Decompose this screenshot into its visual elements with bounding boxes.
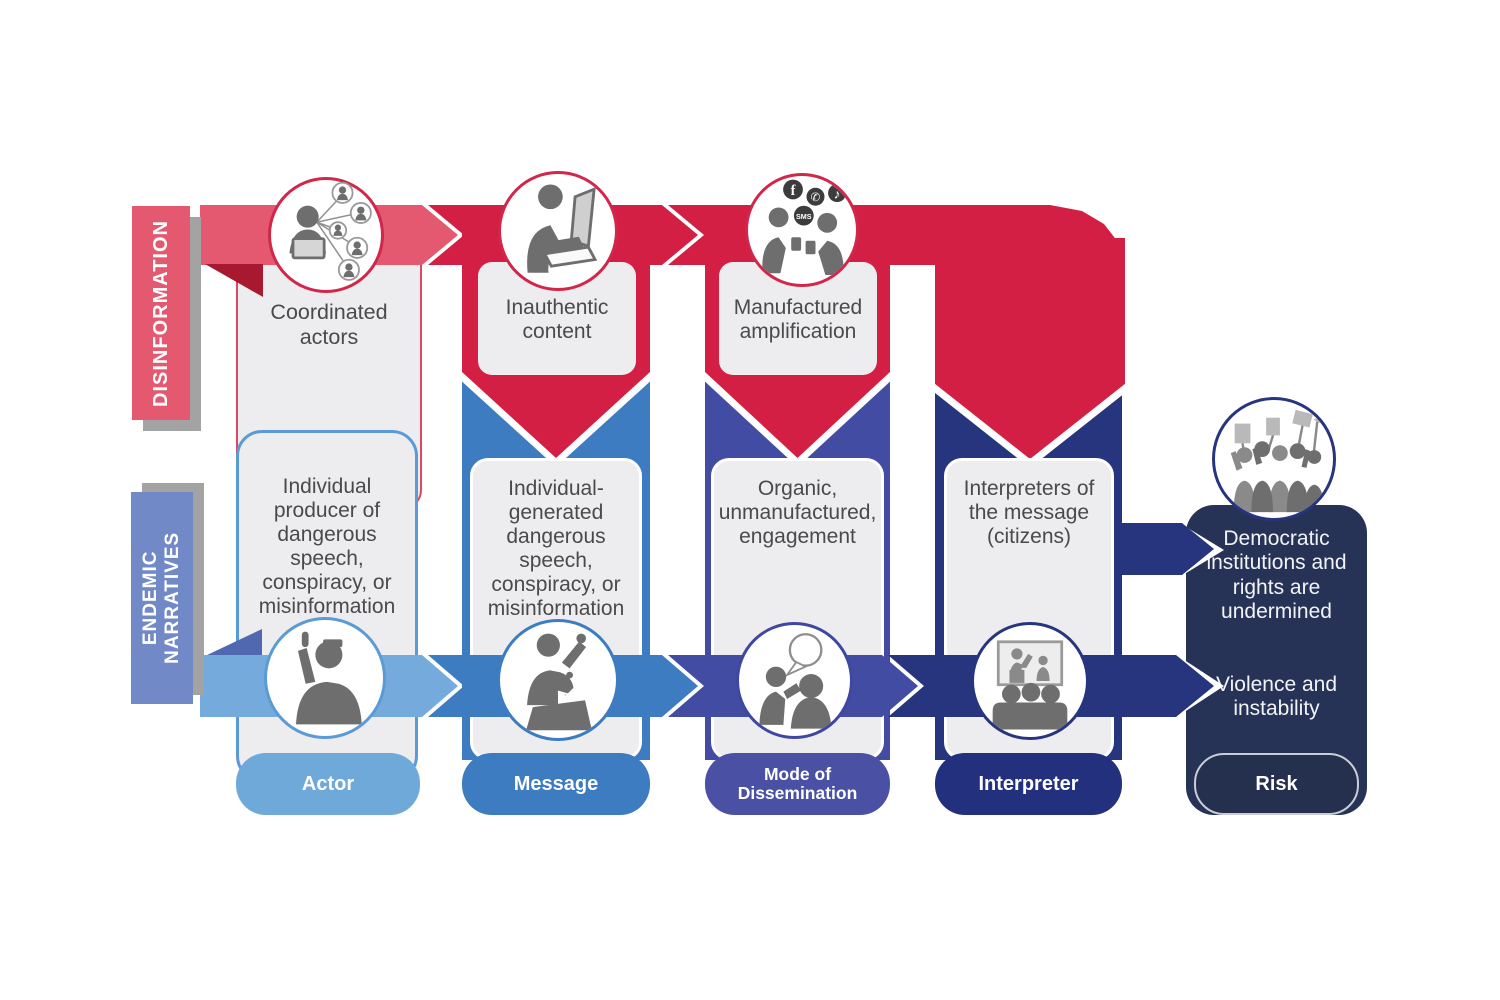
ribbon-fold — [205, 264, 263, 297]
disinformation-row-label: DISINFORMATION — [132, 206, 190, 420]
svg-text:♪: ♪ — [834, 187, 841, 202]
individual-generated-label: Individual-generated dangerous speech, c… — [487, 477, 625, 620]
message-circle — [497, 619, 619, 741]
conversation-icon — [759, 633, 832, 729]
endemic-narratives-row-label: ENDEMIC NARRATIVES — [131, 492, 193, 704]
podium-speaker-icon — [526, 633, 592, 731]
stage-pill-message-label: Message — [513, 773, 599, 795]
manufactured-amplification-label: Manufactured amplification — [733, 296, 863, 343]
risk-outcome-violence: Violence and instability — [1215, 673, 1338, 721]
stage-pill-interpreter: Interpreter — [935, 753, 1122, 815]
inauthentic-content-circle — [498, 171, 618, 291]
stage-pill-actor: Actor — [236, 753, 420, 815]
endemic-narratives-row-label-text: ENDEMIC NARRATIVES — [140, 531, 183, 665]
laptop-author-icon — [527, 184, 598, 273]
manufactured-amplification-circle: f ✆ ♪ SMS — [745, 173, 859, 287]
protest-crowd-icon — [1230, 409, 1328, 513]
stage-pill-message: Message — [462, 753, 650, 815]
sms-badge-label: SMS — [796, 212, 812, 221]
social-amplification-icon: f ✆ ♪ SMS — [762, 179, 847, 275]
dissemination-circle — [736, 622, 853, 739]
risk-outcome-democratic: Democratic institutions and rights are u… — [1206, 527, 1347, 624]
stage-pill-actor-label: Actor — [301, 773, 355, 795]
interpreter-circle — [971, 622, 1089, 740]
svg-text:f: f — [791, 183, 796, 199]
stage-pill-dissemination-label: Mode of Dissemination — [737, 763, 858, 803]
orator-icon — [296, 631, 362, 725]
svg-text:✆: ✆ — [811, 191, 821, 204]
audience-icon — [992, 640, 1068, 730]
actor-circle — [264, 617, 386, 739]
stage-pill-interpreter-label: Interpreter — [978, 773, 1079, 795]
individual-producer-label: Individual producer of dangerous speech,… — [258, 475, 396, 618]
risk-circle — [1212, 397, 1336, 521]
stage-pill-risk: Risk — [1194, 753, 1359, 815]
disinformation-row-label-text: DISINFORMATION — [149, 219, 172, 407]
stage-pill-risk-label: Risk — [1255, 773, 1298, 795]
inauthentic-content-label: Inauthentic content — [505, 296, 609, 343]
coordinated-actors-circle — [268, 177, 384, 293]
interpreters-label: Interpreters of the message (citizens) — [963, 477, 1095, 548]
stage-pill-dissemination: Mode of Dissemination — [705, 753, 890, 815]
coordinated-actors-label: Coordinated actors — [270, 300, 388, 349]
organic-engagement-label: Organic, unmanufactured, engagement — [718, 477, 877, 548]
coordinated-network-icon — [289, 181, 372, 281]
